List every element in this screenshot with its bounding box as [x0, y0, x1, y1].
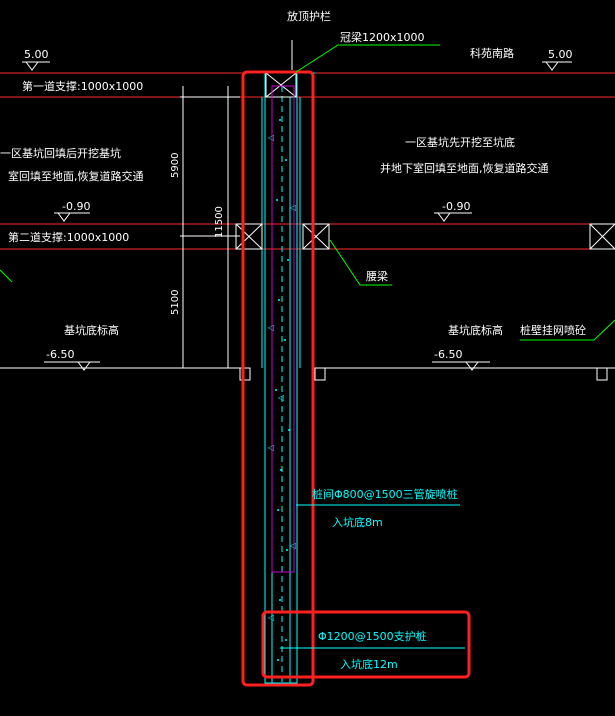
dim-lower: 5100	[170, 290, 181, 315]
dimension-lines	[180, 86, 240, 369]
crown-beam	[265, 72, 297, 98]
waist-beams	[235, 223, 615, 250]
elev-left-bottom: -6.50	[46, 348, 74, 361]
elevation-markers	[22, 61, 572, 371]
svg-text:◁: ◁	[267, 323, 274, 332]
svg-text:◁: ◁	[277, 393, 284, 402]
support-pile	[248, 72, 315, 684]
elev-left-mid: -0.90	[62, 200, 90, 213]
left-note-2: 室回填至地面,恢复道路交通	[8, 169, 144, 183]
second-support-label: 第二道支撑:1000x1000	[8, 230, 129, 244]
top-rail-label: 放顶护栏	[287, 9, 331, 23]
right-note-1: 一区基坑先开挖至坑底	[405, 135, 515, 149]
svg-text:◁: ◁	[289, 541, 296, 550]
dim-upper: 5900	[170, 153, 181, 178]
jet-pile-label-2: 入坑底8m	[332, 515, 383, 529]
elev-left-top: 5.00	[24, 48, 49, 61]
svg-text:◁: ◁	[267, 133, 274, 142]
right-note-2: 并地下室回填至地面,恢复道路交通	[380, 161, 549, 175]
waist-beam-label: 腰梁	[366, 269, 388, 283]
left-edge-marks	[0, 269, 13, 283]
pit-bottom-left: 基坑底标高	[64, 323, 119, 337]
pit-bottom-right: 基坑底标高	[448, 323, 503, 337]
first-support-label: 第一道支撑:1000x1000	[22, 79, 143, 93]
road-label: 科苑南路	[470, 46, 514, 60]
support-pile-label-2: 入坑底12m	[340, 657, 398, 671]
crown-beam-label: 冠梁1200x1000	[340, 30, 425, 44]
svg-text:◁: ◁	[267, 613, 274, 622]
elev-right-mid: -0.90	[442, 200, 470, 213]
ground-markers	[239, 367, 608, 381]
jet-grout-pile	[271, 85, 295, 573]
mesh-spray-label: 桩壁挂网喷砼	[520, 323, 586, 337]
svg-text:◁: ◁	[267, 443, 274, 452]
elev-right-bottom: -6.50	[434, 348, 462, 361]
dim-total: 11500	[214, 206, 225, 238]
support-pile-label-1: Φ1200@1500支护桩	[318, 629, 427, 643]
concrete-hatch: ◁ ◁ ◁ ◁ ◁ ◁ ◁	[267, 119, 296, 661]
svg-text:◁: ◁	[289, 203, 296, 212]
elev-right-top: 5.00	[548, 48, 573, 61]
left-note-1: 一区基坑回填后开挖基坑	[0, 146, 121, 160]
support-lines	[0, 72, 615, 250]
leader-lines	[280, 40, 615, 649]
jet-pile-label-1: 桩间Φ800@1500三管旋喷桩	[312, 487, 458, 501]
highlight-boxes	[241, 70, 471, 687]
